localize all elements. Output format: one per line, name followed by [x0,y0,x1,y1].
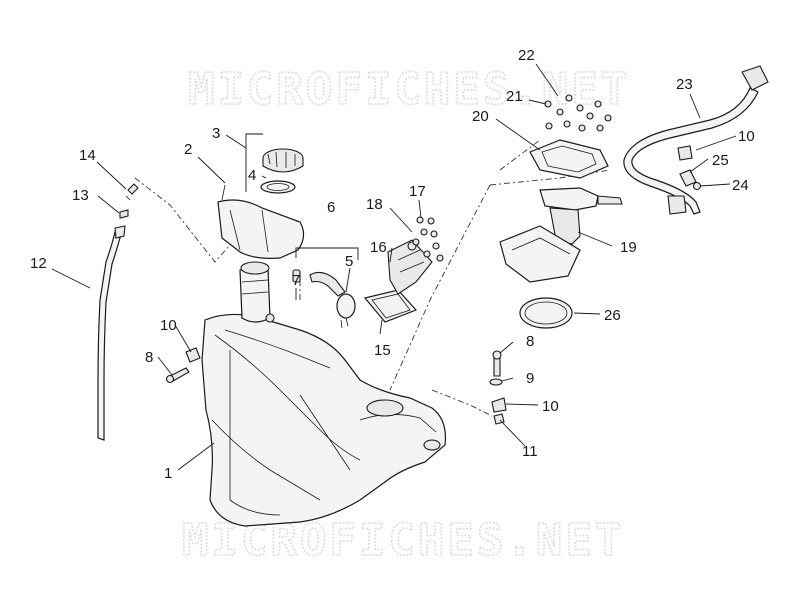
pump-screws [544,94,612,132]
filler-cap [262,148,304,173]
callout-2: 2 [184,141,192,158]
right-clip-nut [491,397,507,413]
rollover-valve [309,271,356,329]
flange-gasket [363,289,418,323]
leader-lines [51,63,737,471]
right-washer [489,378,503,386]
callout-18: 18 [366,196,383,213]
bracket-6 [295,247,359,260]
tube-clamp [119,209,129,219]
bracket-3 [245,133,263,192]
line-clamp [677,145,693,161]
callout-25: 25 [712,152,729,169]
callout-10-left: 10 [160,317,177,334]
callout-9: 9 [526,370,534,387]
callout-13: 13 [72,187,89,204]
callout-26: 26 [604,307,621,324]
callout-11: 11 [522,443,538,460]
callout-10-top: 10 [738,128,755,145]
callout-17: 17 [409,183,426,200]
line-bracket [679,169,697,187]
left-nut-clip [185,347,201,363]
callout-14: 14 [79,147,96,164]
cap-seal [260,180,296,194]
callout-4: 4 [248,167,256,184]
filler-shroud [217,184,305,259]
callout-8-left: 8 [145,349,153,366]
callout-8-right: 8 [526,333,534,350]
callout-15: 15 [374,342,391,359]
callout-23: 23 [676,76,693,93]
callout-3: 3 [212,125,220,142]
hose-clip [292,269,301,283]
watermark-top: MICROFICHES.NET [188,64,630,115]
callout-22: 22 [518,47,535,64]
callout-6: 6 [327,199,335,216]
sender-unit [387,239,433,295]
callout-12: 12 [30,255,47,272]
pump-ring [529,139,609,179]
callout-10-right: 10 [542,398,559,415]
fuel-pump [499,187,623,283]
callout-1: 1 [164,465,172,482]
fuel-line [623,65,769,215]
pump-o-ring [519,297,573,329]
line-bolt [692,181,702,191]
fuel-tank [201,261,447,527]
callout-7: 7 [292,272,300,289]
callout-20: 20 [472,108,489,125]
sender-screws [412,216,444,262]
breather-tube [97,225,126,441]
tube-fitting [125,183,139,201]
callout-21: 21 [506,88,523,105]
callout-19: 19 [620,239,637,256]
left-bolt [165,367,190,384]
callout-24: 24 [732,177,749,194]
right-bolt [492,350,502,377]
callout-labels: 1 2 3 4 5 6 7 8 8 9 10 10 10 11 12 13 14… [30,47,755,482]
callout-16: 16 [370,239,387,256]
callout-5: 5 [345,253,353,270]
